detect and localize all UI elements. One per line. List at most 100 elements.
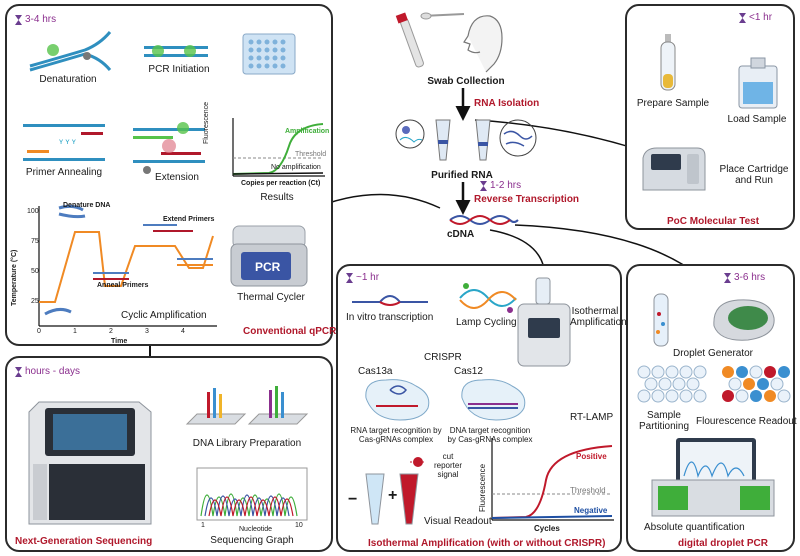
cyclic-amplification-label: Cyclic Amplification xyxy=(121,310,207,321)
cdna-helix-icon xyxy=(449,215,519,225)
cdna-label: cDNA xyxy=(447,229,475,240)
ngs-panel: hours - days DNA Library Preparation Nuc… xyxy=(5,356,333,552)
denaturation-label: Denaturation xyxy=(39,74,97,85)
iso-title: Isothermal Amplification (with or withou… xyxy=(368,538,606,549)
xtick-4: 4 xyxy=(181,328,185,335)
time-axis-label: Time xyxy=(111,338,128,345)
cycles-label: Cycles xyxy=(534,524,560,533)
lamp-cycling-label: Lamp Cycling xyxy=(456,317,517,328)
library-prep-label: DNA Library Preparation xyxy=(192,438,302,449)
copies-axis-label: Copies per reaction (Ct) xyxy=(241,180,321,187)
cartridge-icon xyxy=(738,57,778,109)
nucleotide-axis-label: Nucleotide xyxy=(239,526,273,533)
ytick-100: 100 xyxy=(27,208,39,215)
pcr-initiation-illustration xyxy=(144,45,208,57)
results-chart xyxy=(232,118,325,177)
swab-illustration xyxy=(395,12,503,73)
library-prep-illustration xyxy=(185,386,309,425)
dna-target-label: DNA target recognition by Cas-gRNAs comp… xyxy=(447,426,533,444)
readout-tubes-icon xyxy=(365,473,419,525)
iso-time-badge: ~1 hr xyxy=(346,272,379,283)
denature-dna-label: Denature DNA xyxy=(63,202,111,209)
swab-collection-label: Swab Collection xyxy=(427,76,505,87)
rna-target-label: RNA target recognition by Cas-gRNAs comp… xyxy=(350,426,442,444)
sample-tube-icon xyxy=(660,34,676,91)
svg-text:ʏ ʏ ʏ: ʏ ʏ ʏ xyxy=(59,137,77,146)
hourglass-icon xyxy=(15,14,22,25)
seq-tick-start: 1 xyxy=(201,522,205,529)
hourglass-icon xyxy=(739,12,746,23)
fluorescence-readout-label: Flourescence Readout xyxy=(696,416,797,427)
isothermal-panel: ~1 hr In vitro transcription Lamp Cyclin… xyxy=(336,264,627,552)
partitioning-icon xyxy=(637,365,707,403)
thermal-cycler-label: Thermal Cycler xyxy=(237,292,305,303)
rna-isolation-label: RNA Isolation xyxy=(474,98,540,109)
primer-annealing-label: Primer Annealing xyxy=(25,167,103,178)
cut-reporter-label: cut reporter signal xyxy=(433,452,462,479)
prepare-sample-label: Prepare Sample xyxy=(636,98,710,109)
sequencer-icon xyxy=(28,401,152,525)
in-vitro-transcription-icon xyxy=(352,295,428,306)
droplet-generator-label: Droplet Generator xyxy=(672,348,754,359)
visual-readout-label: Visual Readout xyxy=(424,516,492,527)
cas12-complex-icon xyxy=(461,379,526,421)
cut-reporter-icon xyxy=(410,457,426,467)
qpcr-panel: 3-4 hrs Denaturation PCR Initiation ʏ ʏ … xyxy=(5,4,337,346)
qpcr-time-badge: 3-4 hrs xyxy=(15,14,56,25)
extension-illustration xyxy=(133,122,205,174)
amplification-label: Amplification xyxy=(285,128,330,135)
minus-sign: − xyxy=(348,491,358,508)
droplet-tube-icon xyxy=(653,293,669,347)
hourglass-icon xyxy=(724,272,731,283)
sequencing-graph-chart xyxy=(196,467,308,521)
sample-partitioning-label: Sample Partitioning xyxy=(638,410,690,432)
pcr-initiation-label: PCR Initiation xyxy=(148,64,210,75)
crispr-label: CRISPR xyxy=(424,352,462,363)
poc-analyzer-icon xyxy=(642,147,706,191)
poc-title: PoC Molecular Test xyxy=(667,216,760,227)
ddpcr-title: digital droplet PCR xyxy=(678,538,768,549)
xtick-3: 3 xyxy=(145,328,149,335)
poc-panel: <1 hr Prepare Sample Load Sample Place C… xyxy=(625,4,795,230)
hourglass-icon xyxy=(480,180,487,191)
extension-label: Extension xyxy=(155,172,199,183)
plus-sign: + xyxy=(388,487,398,504)
hourglass-icon xyxy=(15,366,22,377)
ytick-50: 50 xyxy=(31,268,39,275)
poc-time-badge: <1 hr xyxy=(739,12,772,23)
lamp-result-chart xyxy=(491,438,614,521)
seq-tick-end: 10 xyxy=(295,522,303,529)
rt-lamp-label: RT-LAMP xyxy=(570,412,614,423)
results-label: Results xyxy=(260,192,294,203)
pcr-screen-label: PCR xyxy=(255,260,281,274)
thermal-cycler-icon xyxy=(230,225,308,287)
place-run-label: Place Cartridge and Run xyxy=(719,164,789,186)
denaturation-illustration xyxy=(29,31,112,72)
xtick-0: 0 xyxy=(37,328,41,335)
ddpcr-instrument-icon xyxy=(651,438,775,517)
ngs-time-badge: hours - days xyxy=(15,366,80,377)
ytick-25: 25 xyxy=(31,298,39,305)
isothermal-device-icon xyxy=(517,277,571,367)
rna-isolation-illustration xyxy=(395,119,537,161)
load-sample-label: Load Sample xyxy=(727,114,787,125)
cyclic-amplification-chart xyxy=(38,204,217,327)
hourglass-icon xyxy=(346,272,353,283)
ngs-title: Next-Generation Sequencing xyxy=(15,536,153,547)
cas13a-complex-icon xyxy=(365,379,430,421)
droplet-generator-icon xyxy=(713,299,775,341)
cas13a-label: Cas13a xyxy=(358,366,393,377)
anneal-primers-label: Anneal Primers xyxy=(97,282,149,289)
primer-annealing-illustration: ʏ ʏ ʏ xyxy=(23,124,105,161)
sequencing-graph-label: Sequencing Graph xyxy=(210,535,294,546)
xtick-1: 1 xyxy=(73,328,77,335)
iso-threshold-label: Threshold xyxy=(570,486,606,495)
ddpcr-time-badge: 3-6 hrs xyxy=(724,272,765,283)
cas12-label: Cas12 xyxy=(454,366,483,377)
reverse-transcription-label: Reverse Transcription xyxy=(474,194,580,205)
rna-time-badge: 1-2 hrs xyxy=(480,180,521,191)
positive-label: Positive xyxy=(576,452,607,461)
qpcr-title: Conventional qPCR xyxy=(243,326,337,337)
iso-fluorescence-label: Fluorescence xyxy=(478,463,487,512)
negative-label: Negative xyxy=(574,506,608,515)
